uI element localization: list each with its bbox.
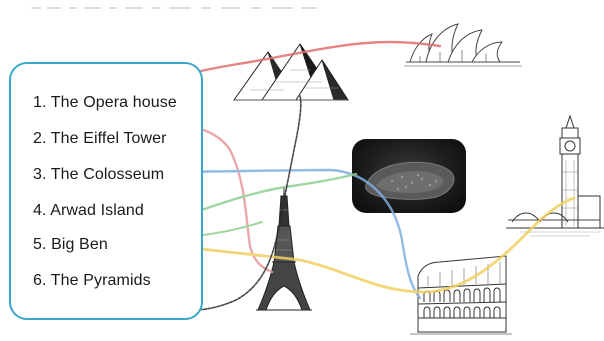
- eiffel-tower-icon: [256, 186, 312, 311]
- big-ben-icon: [506, 114, 604, 237]
- match-line-big-ben: [146, 196, 576, 294]
- faded-header-text: [30, 3, 320, 13]
- list-item-opera-house: 1. The Opera house: [33, 94, 177, 111]
- island-photo: [365, 161, 455, 200]
- list-item-colosseum: 3. The Colosseum: [33, 166, 165, 183]
- arwad-island-photo: [352, 139, 466, 213]
- faded-header-strokes: [31, 7, 317, 9]
- match-line-colosseum: [148, 168, 422, 300]
- list-item-arwad-island: 4. Arwad Island: [33, 202, 144, 219]
- landmarks-list-box: 1. The Opera house 2. The Eiffel Tower 3…: [9, 62, 203, 320]
- match-line-arwad-island: [194, 172, 358, 214]
- pyramids-icon: [233, 43, 349, 101]
- colosseum-icon: [410, 255, 512, 335]
- list-item-pyramids: 6. The Pyramids: [33, 272, 151, 289]
- list-item-big-ben: 5. Big Ben: [33, 236, 108, 253]
- list-item-eiffel-tower: 2. The Eiffel Tower: [33, 130, 167, 147]
- opera-house-icon: [404, 23, 522, 67]
